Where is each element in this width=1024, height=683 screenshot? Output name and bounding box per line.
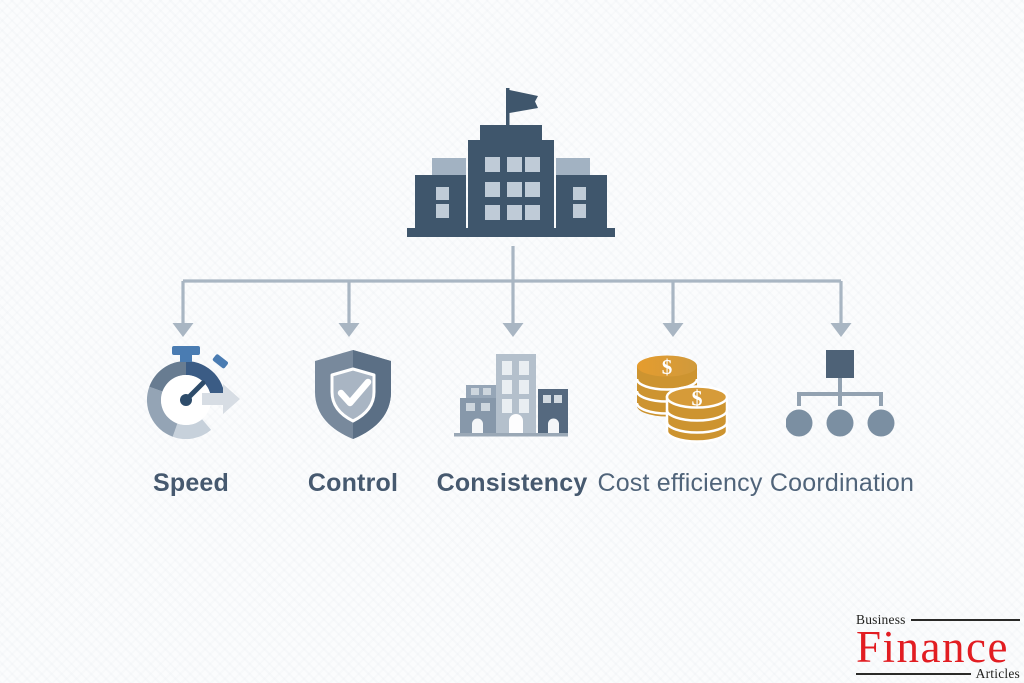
roof-pedestal	[480, 125, 542, 140]
left-annex	[432, 158, 466, 175]
stopwatch-icon	[141, 342, 241, 446]
flag	[509, 90, 538, 113]
shield-check-icon	[312, 342, 394, 446]
building-base	[407, 228, 615, 237]
logo-finance-text: Finance	[856, 622, 1009, 672]
right-annex	[556, 158, 590, 175]
branch-speed: Speed	[91, 342, 291, 498]
logo-articles-text: Articles	[975, 666, 1020, 681]
branch-cost-efficiency: $ $ Cost efficiency	[580, 342, 780, 498]
connector-drop-lines	[181, 281, 843, 324]
building-windows	[436, 157, 586, 220]
connector-arrowheads	[172, 323, 852, 337]
buildings-icon	[452, 342, 572, 446]
left-wing	[415, 175, 466, 230]
logo-bottom-row: Articles	[856, 666, 1020, 682]
business-finance-articles-logo: Business Finance Articles	[856, 612, 1020, 682]
branch-coordination: Coordination	[742, 342, 942, 498]
svg-text:$: $	[661, 355, 672, 379]
svg-text:$: $	[691, 386, 702, 411]
branch-control: Control	[253, 342, 453, 498]
logo-top-row: Business	[856, 612, 1020, 628]
logo-divider-bottom	[856, 673, 971, 675]
org-chart-icon	[786, 342, 898, 446]
branch-consistency: Consistency	[412, 342, 612, 498]
branch-label-cost-efficiency: Cost efficiency	[597, 469, 763, 497]
branch-label-control: Control	[307, 469, 399, 497]
branch-label-coordination: Coordination	[769, 469, 915, 497]
branch-connector-arrows	[172, 246, 852, 337]
flag-pole	[506, 88, 510, 128]
right-wing	[556, 175, 607, 230]
coin-stacks-icon: $ $	[633, 342, 728, 446]
headquarters-building-icon	[405, 85, 617, 242]
branch-label-speed: Speed	[152, 469, 230, 497]
logo-divider-top	[910, 619, 1020, 621]
logo-business-text: Business	[856, 612, 906, 627]
branch-label-consistency: Consistency	[436, 469, 588, 497]
